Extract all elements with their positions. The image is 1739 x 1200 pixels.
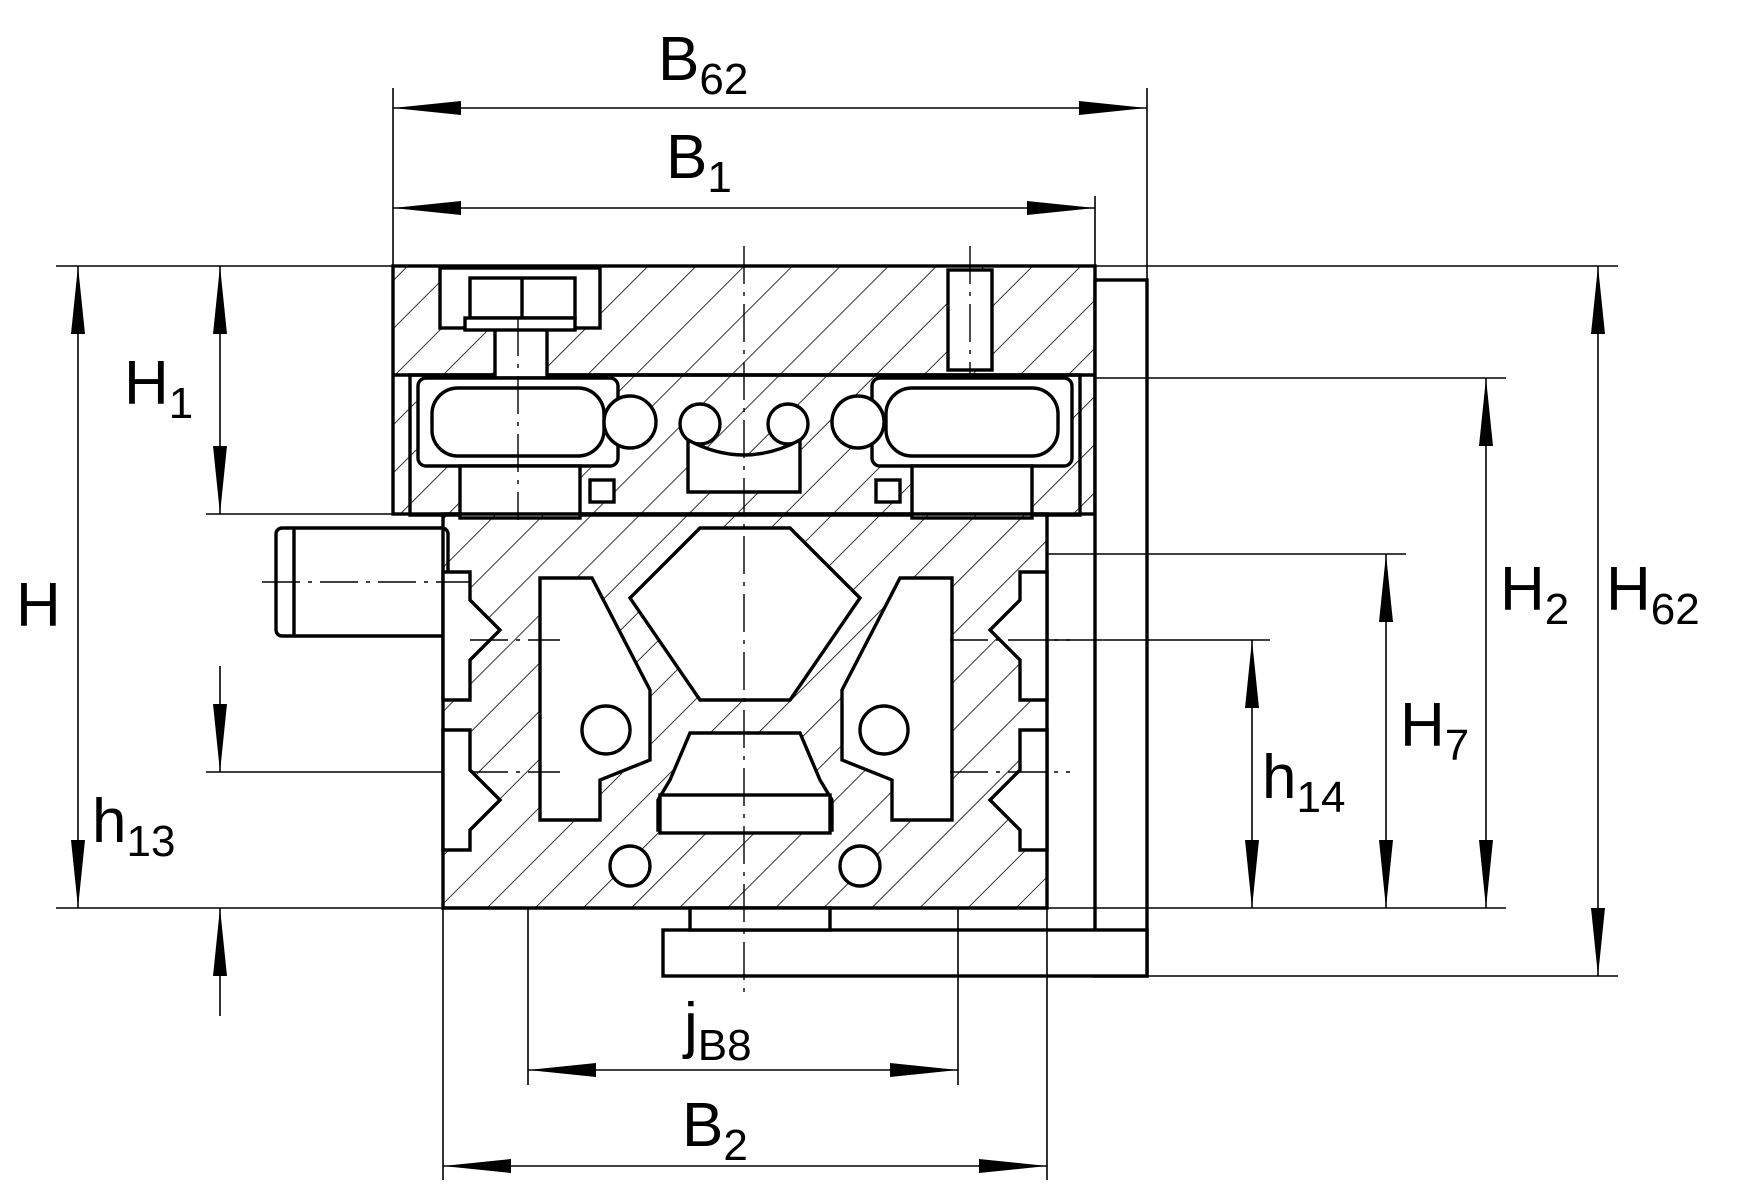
label-b2: B2 bbox=[682, 1091, 748, 1170]
label-b1: B1 bbox=[666, 123, 732, 202]
label-h7: H7 bbox=[1400, 691, 1469, 770]
rail-base-plate bbox=[661, 928, 1149, 978]
rail-center-hexagon bbox=[627, 526, 863, 702]
end-plate bbox=[1093, 278, 1149, 978]
label-h: H bbox=[16, 571, 61, 640]
label-h13: h13 bbox=[92, 787, 175, 866]
center-lines bbox=[262, 246, 1070, 1000]
label-b62: B62 bbox=[658, 25, 748, 104]
label-jb8: jB8 bbox=[682, 991, 752, 1070]
clamping-bolt bbox=[438, 266, 602, 380]
label-h2: H2 bbox=[1500, 555, 1569, 634]
extension-lines bbox=[56, 88, 1618, 1180]
rail-left-chamber bbox=[538, 576, 652, 822]
label-h1: H1 bbox=[124, 349, 193, 428]
profile-rail bbox=[441, 512, 1149, 978]
screw-head-left bbox=[588, 478, 616, 504]
lateral-shaft bbox=[274, 526, 450, 638]
rail-t-slot-outline bbox=[441, 570, 503, 702]
dimension-lines bbox=[71, 100, 1605, 1173]
screw-head-right bbox=[874, 478, 902, 504]
label-h62: H62 bbox=[1606, 555, 1700, 634]
label-h14: h14 bbox=[1262, 743, 1345, 822]
rail-right-chamber bbox=[840, 576, 954, 822]
dimension-labels: B62 B1 H1 H h13 H2 H62 H7 h14 jB8 B2 bbox=[16, 25, 1700, 1170]
left-guide-roller bbox=[416, 318, 620, 520]
